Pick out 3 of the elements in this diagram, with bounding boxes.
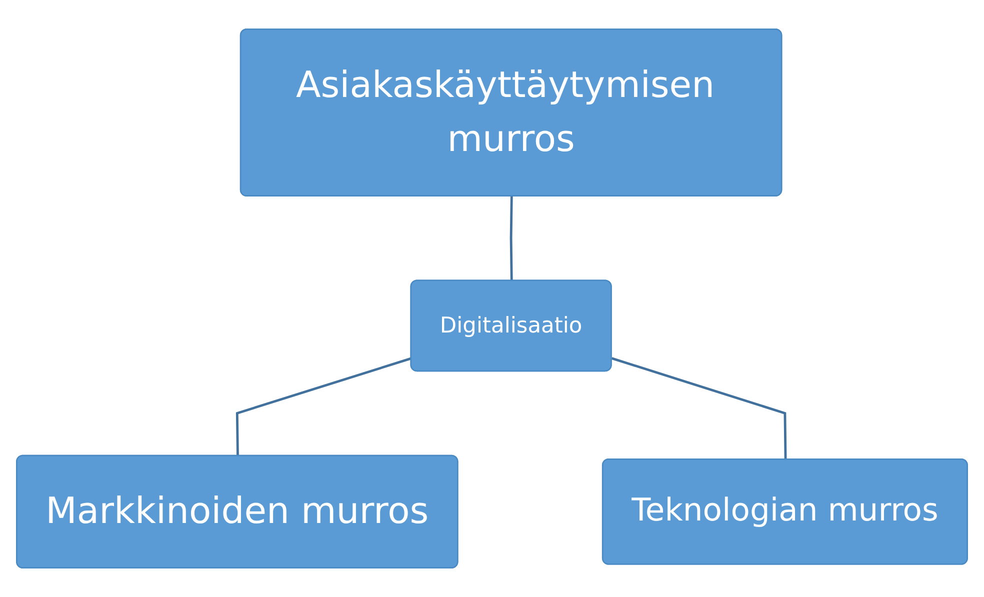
connector [236, 357, 412, 456]
connector [510, 196, 513, 282]
connector [611, 357, 787, 460]
